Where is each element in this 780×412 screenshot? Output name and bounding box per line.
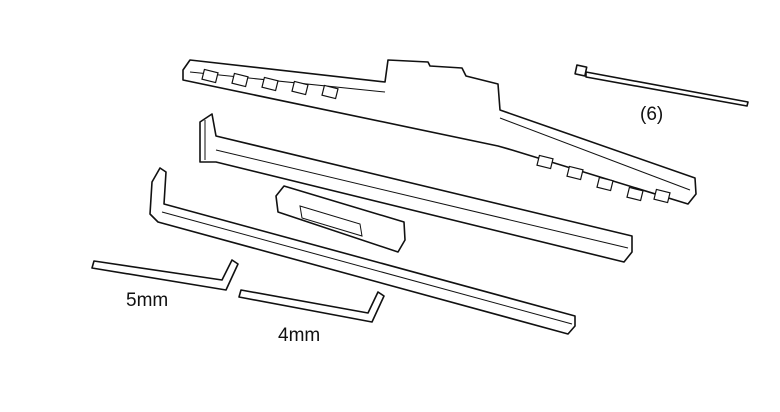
hex-key-4mm-label: 4mm	[278, 325, 321, 346]
hex-key-4mm	[238, 289, 385, 323]
lower-bracket	[149, 167, 576, 335]
bracket-slot	[261, 76, 279, 92]
bracket-slot	[626, 186, 644, 202]
cable-tie	[574, 64, 749, 107]
hex-key-5mm	[91, 259, 239, 291]
top-mounting-bracket	[182, 59, 697, 205]
bracket-slot	[566, 165, 584, 181]
bracket-slot	[291, 80, 309, 96]
bracket-slot	[201, 68, 219, 84]
spacer-plate	[275, 185, 406, 253]
middle-bracket	[199, 113, 633, 263]
bracket-slot	[653, 188, 671, 204]
bracket-slot	[596, 176, 614, 192]
bracket-slot	[321, 84, 339, 100]
cable-tie-quantity-label: (6)	[640, 104, 664, 125]
hex-key-5mm-label: 5mm	[126, 290, 169, 311]
bracket-slot	[536, 154, 554, 170]
bracket-slot	[231, 72, 249, 88]
